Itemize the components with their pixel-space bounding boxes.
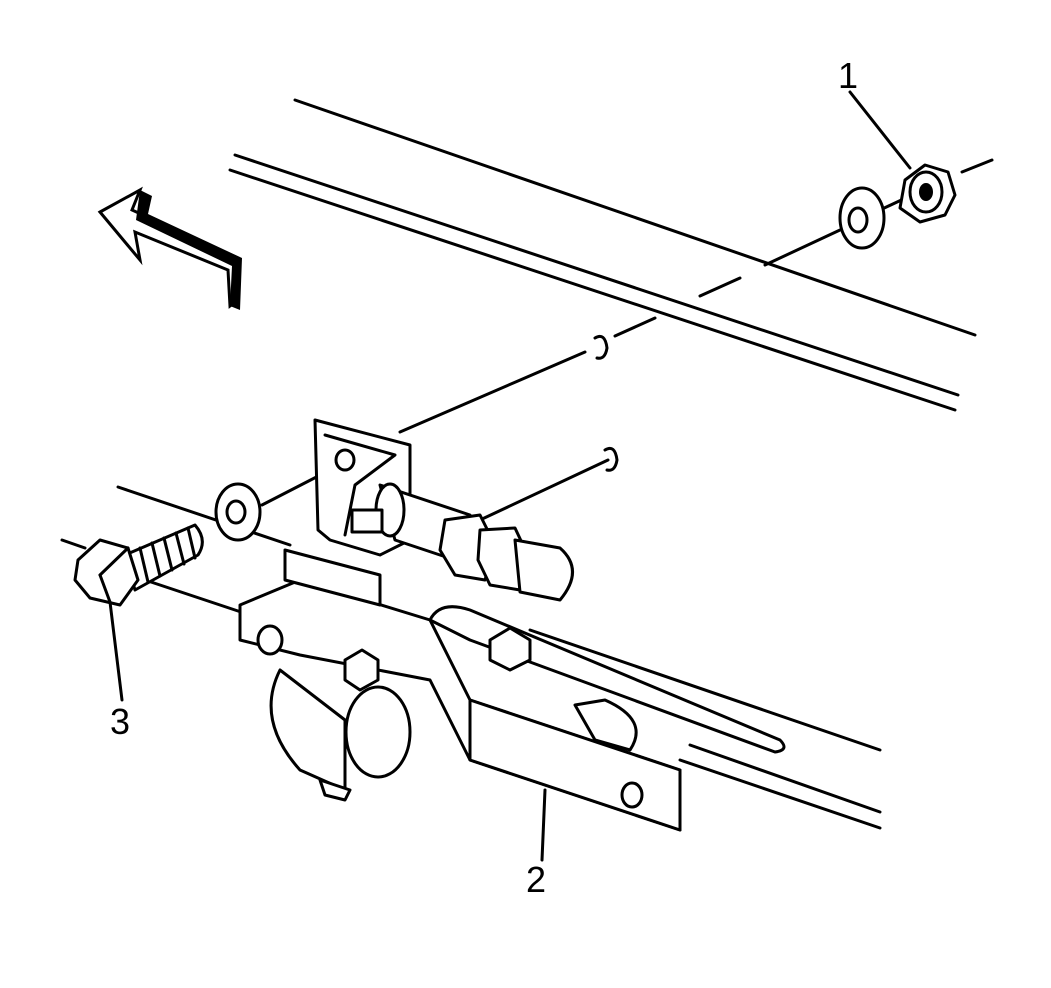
washer-upper	[838, 186, 886, 250]
frame-rail-upper	[228, 98, 977, 412]
callout-3: 3	[110, 701, 131, 742]
lever-bracket	[238, 548, 786, 832]
front-direction-arrow-icon	[97, 186, 242, 310]
washer-lower	[214, 482, 262, 542]
leader-line-2	[540, 788, 547, 862]
leader-line-3	[108, 600, 124, 702]
cable-fitting	[350, 482, 574, 602]
frame-hole	[603, 446, 619, 472]
bolt	[73, 523, 204, 607]
callout-2: 2	[526, 859, 547, 900]
nut	[898, 163, 957, 224]
callout-1: 1	[838, 55, 859, 96]
frame-hole	[593, 334, 609, 360]
leader-line-1	[848, 90, 912, 170]
bushing-clamp	[269, 668, 412, 802]
